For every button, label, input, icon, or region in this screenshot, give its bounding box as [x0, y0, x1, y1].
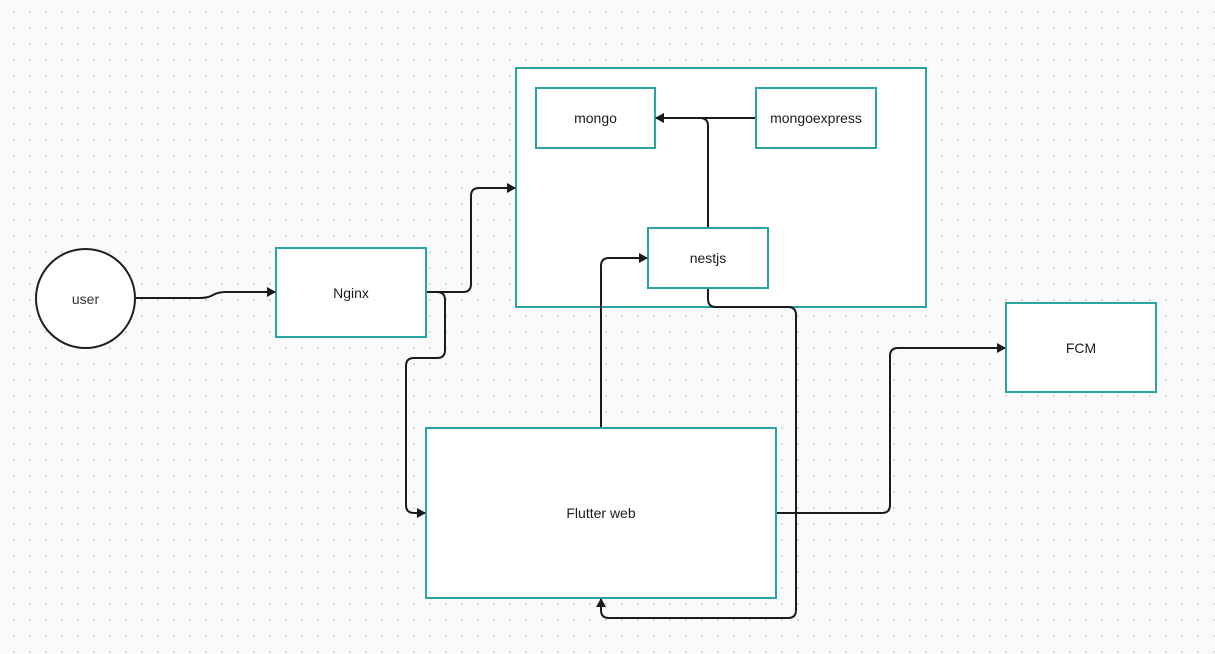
user-node[interactable]: user	[35, 248, 136, 349]
flutter-web-node[interactable]: Flutter web	[425, 427, 777, 599]
mongo-node[interactable]: mongo	[535, 87, 656, 149]
edge-nginx-to-backend-group[interactable]	[427, 183, 516, 293]
nginx-label: Nginx	[333, 284, 369, 301]
fcm-label: FCM	[1065, 339, 1097, 356]
mongoexpress-label: mongoexpress	[770, 110, 862, 126]
nestjs-node[interactable]: nestjs	[647, 227, 769, 289]
mongo-label: mongo	[574, 110, 617, 126]
flutter-web-label: Flutter web	[566, 505, 636, 521]
nestjs-label: nestjs	[689, 250, 727, 266]
user-label: user	[71, 290, 100, 307]
edge-flutter-web-to-fcm[interactable]	[777, 343, 1006, 514]
mongoexpress-node[interactable]: mongoexpress	[755, 87, 877, 149]
nginx-node[interactable]: Nginx	[275, 247, 427, 338]
fcm-node[interactable]: FCM	[1005, 302, 1157, 393]
edge-user-to-nginx[interactable]	[136, 287, 276, 299]
